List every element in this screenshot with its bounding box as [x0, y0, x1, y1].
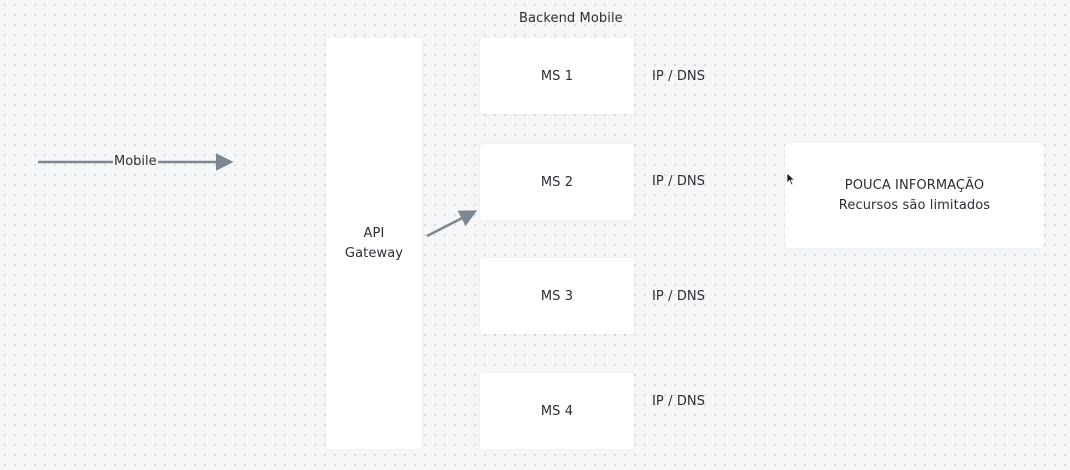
ms1-label: MS 1	[540, 68, 574, 84]
mouse-pointer-icon	[786, 172, 796, 186]
diagram-title: Backend Mobile	[519, 11, 623, 26]
ms2-box[interactable]: MS 2	[480, 144, 634, 220]
note-subtitle: Recursos são limitados	[838, 197, 991, 213]
mobile-edge-label: Mobile	[113, 154, 158, 170]
api-gateway-box[interactable]: API Gateway	[326, 38, 422, 449]
gateway-to-ms2-arrow	[426, 210, 478, 238]
ms4-label: MS 4	[540, 403, 574, 419]
note-title: POUCA INFORMAÇÃO	[844, 177, 985, 193]
api-gateway-line1: API	[363, 225, 385, 241]
ms2-label: MS 2	[540, 174, 574, 190]
ms3-box[interactable]: MS 3	[480, 258, 634, 334]
note-box[interactable]: POUCA INFORMAÇÃO Recursos são limitados	[785, 143, 1044, 248]
ms3-label: MS 3	[540, 288, 574, 304]
ms1-address: IP / DNS	[652, 69, 706, 84]
ms4-address: IP / DNS	[652, 394, 706, 409]
api-gateway-line2: Gateway	[344, 245, 404, 261]
ms1-box[interactable]: MS 1	[480, 38, 634, 114]
ms2-address: IP / DNS	[652, 174, 706, 189]
ms4-box[interactable]: MS 4	[480, 373, 634, 449]
ms3-address: IP / DNS	[652, 289, 706, 304]
